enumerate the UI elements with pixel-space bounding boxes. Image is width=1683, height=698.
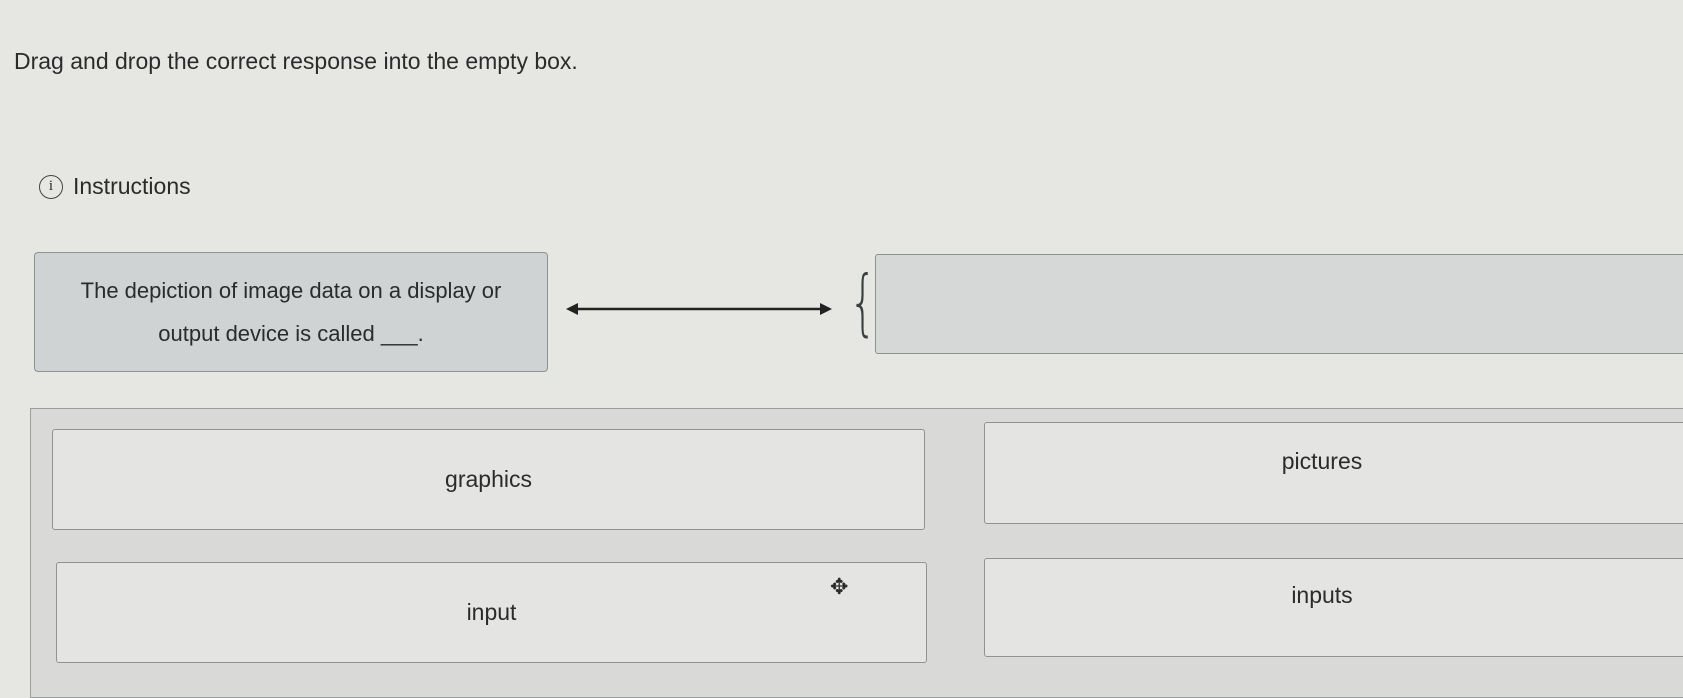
option-input[interactable]: input — [56, 562, 927, 663]
option-pictures[interactable]: pictures — [984, 422, 1683, 524]
move-cursor-icon: ✥ — [830, 574, 849, 599]
instructions-label: Instructions — [73, 173, 191, 199]
double-arrow-icon — [566, 303, 832, 315]
drop-target[interactable] — [875, 254, 1683, 354]
option-label: input — [466, 599, 517, 625]
brace-icon: { — [849, 260, 877, 344]
instructions-toggle[interactable]: i Instructions — [39, 173, 191, 200]
option-label: inputs — [1291, 582, 1353, 608]
prompt-text: Drag and drop the correct response into … — [14, 48, 578, 74]
question-card: The depiction of image data on a display… — [34, 252, 548, 372]
option-label: pictures — [1281, 447, 1363, 474]
option-inputs[interactable]: inputs — [984, 558, 1683, 657]
option-label: graphics — [445, 466, 532, 492]
option-graphics[interactable]: graphics — [52, 429, 925, 530]
info-icon: i — [39, 174, 63, 199]
